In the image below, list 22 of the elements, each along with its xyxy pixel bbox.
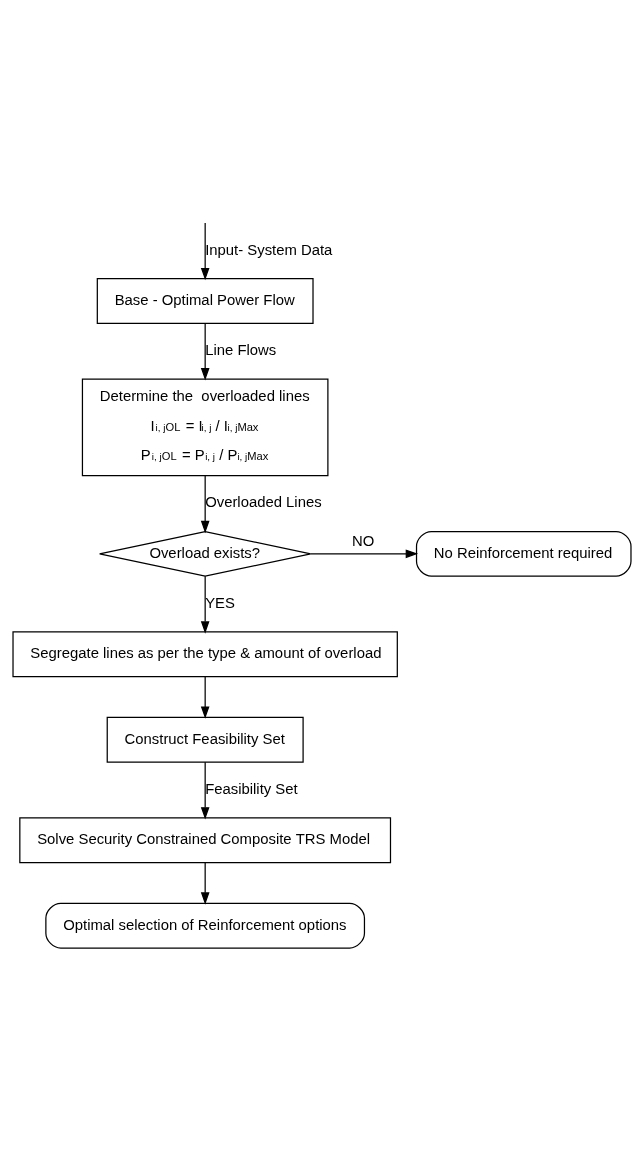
edge-label: NO	[351, 532, 375, 549]
node-box: No Reinforcement required	[415, 530, 632, 577]
arrow	[200, 575, 210, 634]
arrow	[310, 549, 419, 558]
node-box: Construct Feasibility Set	[106, 716, 304, 763]
arrow	[200, 221, 210, 280]
arrow	[200, 861, 210, 905]
edge-label: Line Flows	[205, 341, 277, 358]
node-box: Optimal selection of Reinforcement options	[45, 902, 366, 949]
arrow	[200, 761, 210, 820]
arrow	[200, 675, 210, 719]
arrow	[200, 474, 210, 533]
edge-label: Feasibility Set	[205, 780, 298, 797]
node-box: Determine the overloaded lines Ii, jOL = Ii, j / Ii, jMax Pi, jOL = Pi, j / Pi, jMax	[81, 377, 329, 476]
edge-label: YES	[205, 594, 235, 611]
node-box: Segregate lines as per the type & amount of overload	[12, 630, 398, 677]
node-box: Solve Security Constrained Composite TRS Model	[19, 816, 392, 863]
node-diamond: Overload exists?	[99, 530, 312, 577]
node-box: Base - Optimal Power Flow	[96, 277, 314, 324]
edge-label: Overloaded Lines	[205, 493, 322, 510]
edge-label: Input- System Data	[205, 241, 333, 258]
arrow	[200, 322, 210, 380]
